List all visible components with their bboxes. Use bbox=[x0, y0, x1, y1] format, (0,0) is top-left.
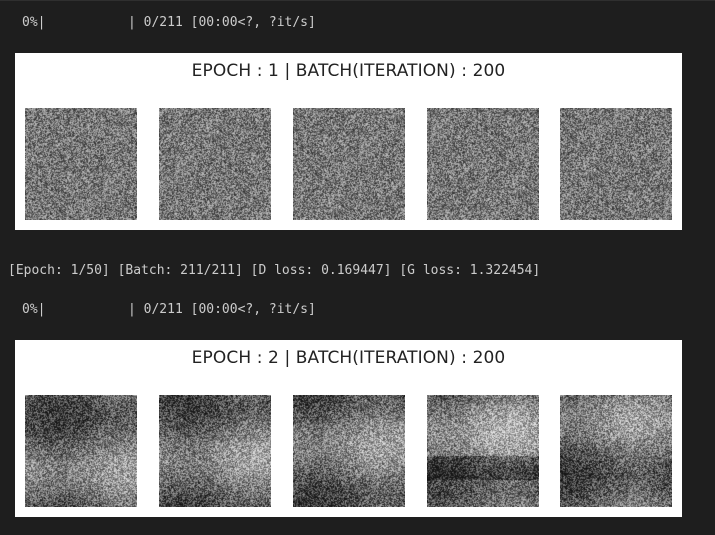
progress-info-2: | 0/211 [00:00<?, ?it/s] bbox=[128, 302, 316, 317]
generated-sample-image bbox=[25, 108, 137, 220]
generated-sample-image bbox=[25, 395, 137, 507]
generated-sample-image bbox=[159, 395, 271, 507]
generated-sample-image bbox=[427, 108, 539, 220]
progress-percent-1: 0%| bbox=[22, 15, 46, 30]
progress-info-1: | 0/211 [00:00<?, ?it/s] bbox=[128, 15, 316, 30]
generated-sample-image bbox=[560, 395, 672, 507]
figure-title-1: EPOCH : 1 | BATCH(ITERATION) : 200 bbox=[191, 61, 506, 81]
progress-percent-2: 0%| bbox=[22, 302, 46, 317]
sample-figure-epoch-1: EPOCH : 1 | BATCH(ITERATION) : 200 bbox=[15, 53, 682, 230]
sample-figure-epoch-2: EPOCH : 2 | BATCH(ITERATION) : 200 bbox=[15, 340, 682, 517]
generated-sample-image bbox=[293, 108, 405, 220]
generated-sample-image bbox=[293, 395, 405, 507]
figure-title-2: EPOCH : 2 | BATCH(ITERATION) : 200 bbox=[191, 348, 506, 368]
generated-sample-image bbox=[560, 108, 672, 220]
training-log-line: [Epoch: 1/50] [Batch: 211/211] [D loss: … bbox=[8, 263, 541, 278]
generated-sample-image bbox=[427, 395, 539, 507]
generated-sample-image bbox=[159, 108, 271, 220]
